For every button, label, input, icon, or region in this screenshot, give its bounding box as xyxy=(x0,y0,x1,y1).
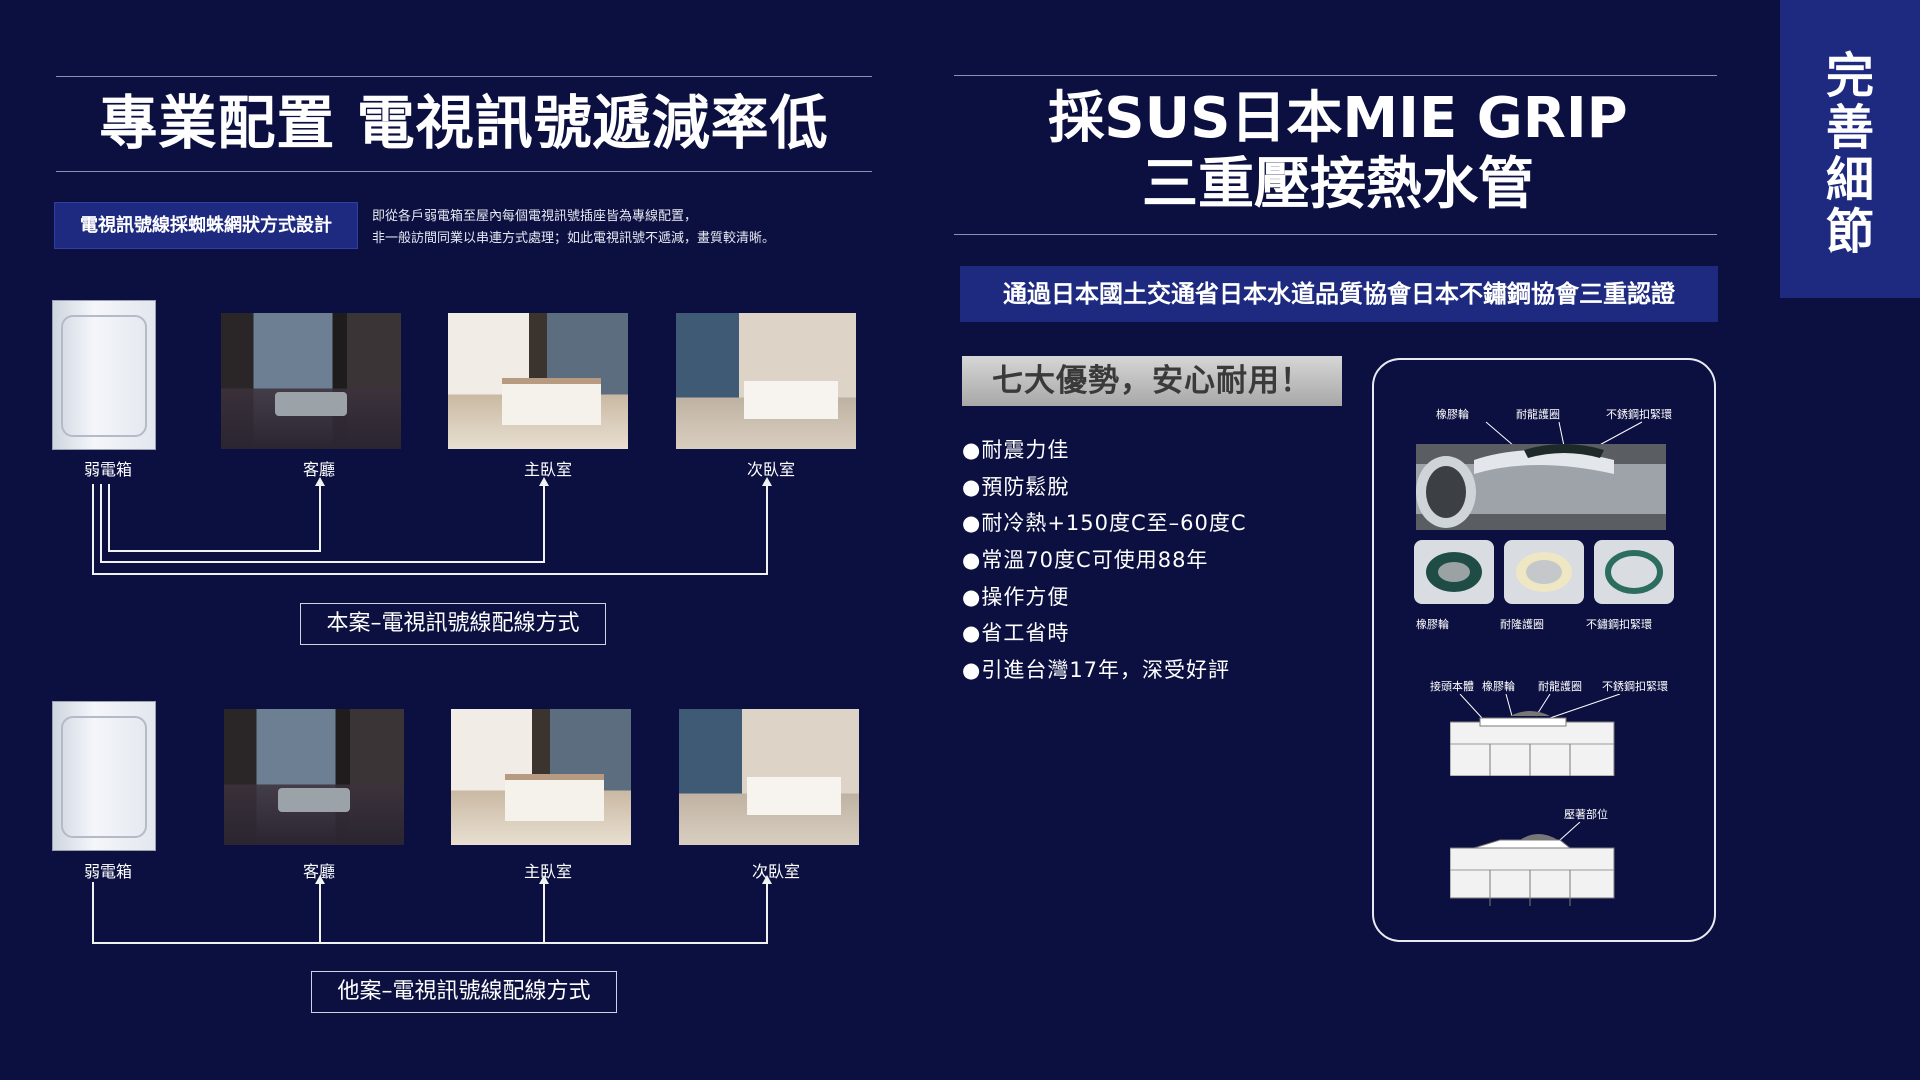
advantage-item: ●操作方便 xyxy=(962,584,1070,609)
ring-label: 橡膠輪 xyxy=(1416,618,1449,631)
side-tab-char: 善 xyxy=(1825,100,1874,156)
section-label: 不銹鋼扣緊環 xyxy=(1602,680,1668,693)
label-second-bedroom: 次臥室 xyxy=(746,460,795,479)
label-master-bedroom: 主臥室 xyxy=(523,862,572,881)
side-tab-char: 細 xyxy=(1825,152,1874,208)
caption-this-project: 本案–電視訊號線配線方式 xyxy=(300,603,606,645)
master-bedroom-photo xyxy=(451,709,631,845)
arrow-master xyxy=(539,477,549,486)
panel-top-label: 橡膠輪 xyxy=(1436,408,1469,421)
master-bedroom-photo xyxy=(448,313,628,449)
joint-section-before xyxy=(1450,694,1621,776)
living-room-photo xyxy=(221,313,401,449)
wiring-design-tag: 電視訊號線採蜘蛛網狀方式設計 xyxy=(54,202,358,249)
panel-top-label: 不銹鋼扣緊環 xyxy=(1606,408,1672,421)
weak-current-box-image xyxy=(52,701,156,851)
label-living-room: 客廳 xyxy=(302,460,335,479)
advantage-item: ●耐震力佳 xyxy=(962,438,1070,462)
label-weak-box: 弱電箱 xyxy=(83,862,132,881)
right-title: 採SUS日本MIE GRIP 三重壓接熱水管 xyxy=(960,86,1716,218)
right-title-line1: 採SUS日本MIE GRIP xyxy=(1048,86,1628,151)
label-living-room: 客廳 xyxy=(302,862,335,881)
section-label: 耐龍護圈 xyxy=(1538,680,1582,693)
arrow-living xyxy=(315,477,325,486)
title-rule-left xyxy=(56,171,872,172)
wiring-desc-line1: 即從各戶弱電箱至屋內每個電視訊號插座皆為專線配置， xyxy=(372,209,698,224)
wire-second-vertical xyxy=(92,484,94,575)
advantage-item: ●預防鬆脫 xyxy=(962,474,1070,499)
joint-section-after xyxy=(1450,822,1615,906)
ring-label: 耐隆護圈 xyxy=(1500,618,1544,631)
right-title-line2: 三重壓接熱水管 xyxy=(1142,152,1534,217)
wire-serial-living xyxy=(319,882,321,944)
press-area-label: 壓著部位 xyxy=(1564,808,1608,821)
side-tab-perfect-details: 完 善 細 節 xyxy=(1780,0,1920,298)
arrow-second xyxy=(762,477,772,486)
certification-banner: 通過日本國土交通省日本水道品質協會日本不鏽鋼協會三重認證 xyxy=(960,266,1718,322)
wire-serial-master xyxy=(543,882,545,944)
section-label: 接頭本體 xyxy=(1430,680,1474,693)
wire-serial-second xyxy=(766,882,768,944)
label-second-bedroom: 次臥室 xyxy=(751,862,800,881)
wiring-desc-line2: 非一般訪間同業以串連方式處理；如此電視訊號不遞減，畫質較清晰。 xyxy=(372,231,776,246)
top-rule-right xyxy=(954,75,1717,76)
advantage-item: ●常溫70度C可使用88年 xyxy=(962,548,1209,573)
weak-current-box-image xyxy=(52,300,156,450)
wire-second-up xyxy=(766,484,768,575)
left-title: 專業配置 電視訊號遞減率低 xyxy=(99,89,829,157)
arrow-living xyxy=(315,875,325,884)
top-rule-left xyxy=(56,76,872,77)
wire-master-up xyxy=(543,484,545,563)
arrow-second xyxy=(762,875,772,884)
panel-top-label: 耐龍護圈 xyxy=(1516,408,1560,421)
second-bedroom-photo xyxy=(676,313,856,449)
joint-cutaway-image xyxy=(1416,421,1666,530)
wire-living-vertical xyxy=(108,484,110,552)
wire-master-horizontal xyxy=(100,561,544,563)
second-bedroom-photo xyxy=(679,709,859,845)
advantage-item: ●耐冷熱+150度C至–60度C xyxy=(962,511,1247,536)
wire-serial-horizontal xyxy=(92,942,767,944)
wire-serial-vertical xyxy=(92,882,94,944)
wire-second-horizontal xyxy=(92,573,767,575)
advantage-item: ●引進台灣17年，深受好評 xyxy=(962,658,1231,683)
caption-other-project: 他案–電視訊號線配線方式 xyxy=(311,971,617,1013)
living-room-photo xyxy=(224,709,404,845)
pipe-joint-panel: 橡膠輪 耐龍護圈 不銹鋼扣緊環 橡膠輪 耐隆護圈 不鏽鋼扣緊環 接頭本體 橡膠輪… xyxy=(1372,358,1716,942)
wire-living-up xyxy=(319,484,321,552)
arrow-master xyxy=(539,875,549,884)
advantages-list: ●耐震力佳 ●預防鬆脫 ●耐冷熱+150度C至–60度C ●常溫70度C可使用8… xyxy=(962,432,1247,689)
advantage-item: ●省工省時 xyxy=(962,621,1070,646)
label-master-bedroom: 主臥室 xyxy=(523,460,572,479)
wire-living-horizontal xyxy=(108,550,320,552)
label-weak-box: 弱電箱 xyxy=(83,460,132,479)
side-tab-char: 完 xyxy=(1825,48,1874,104)
section-label: 橡膠輪 xyxy=(1482,680,1515,693)
wire-master-vertical xyxy=(100,484,102,563)
ring-label: 不鏽鋼扣緊環 xyxy=(1586,618,1652,631)
rings-image xyxy=(1414,540,1674,604)
title-rule-right xyxy=(954,234,1717,235)
side-tab-char: 節 xyxy=(1825,204,1874,260)
advantages-title: 七大優勢，安心耐用！ xyxy=(962,356,1342,406)
